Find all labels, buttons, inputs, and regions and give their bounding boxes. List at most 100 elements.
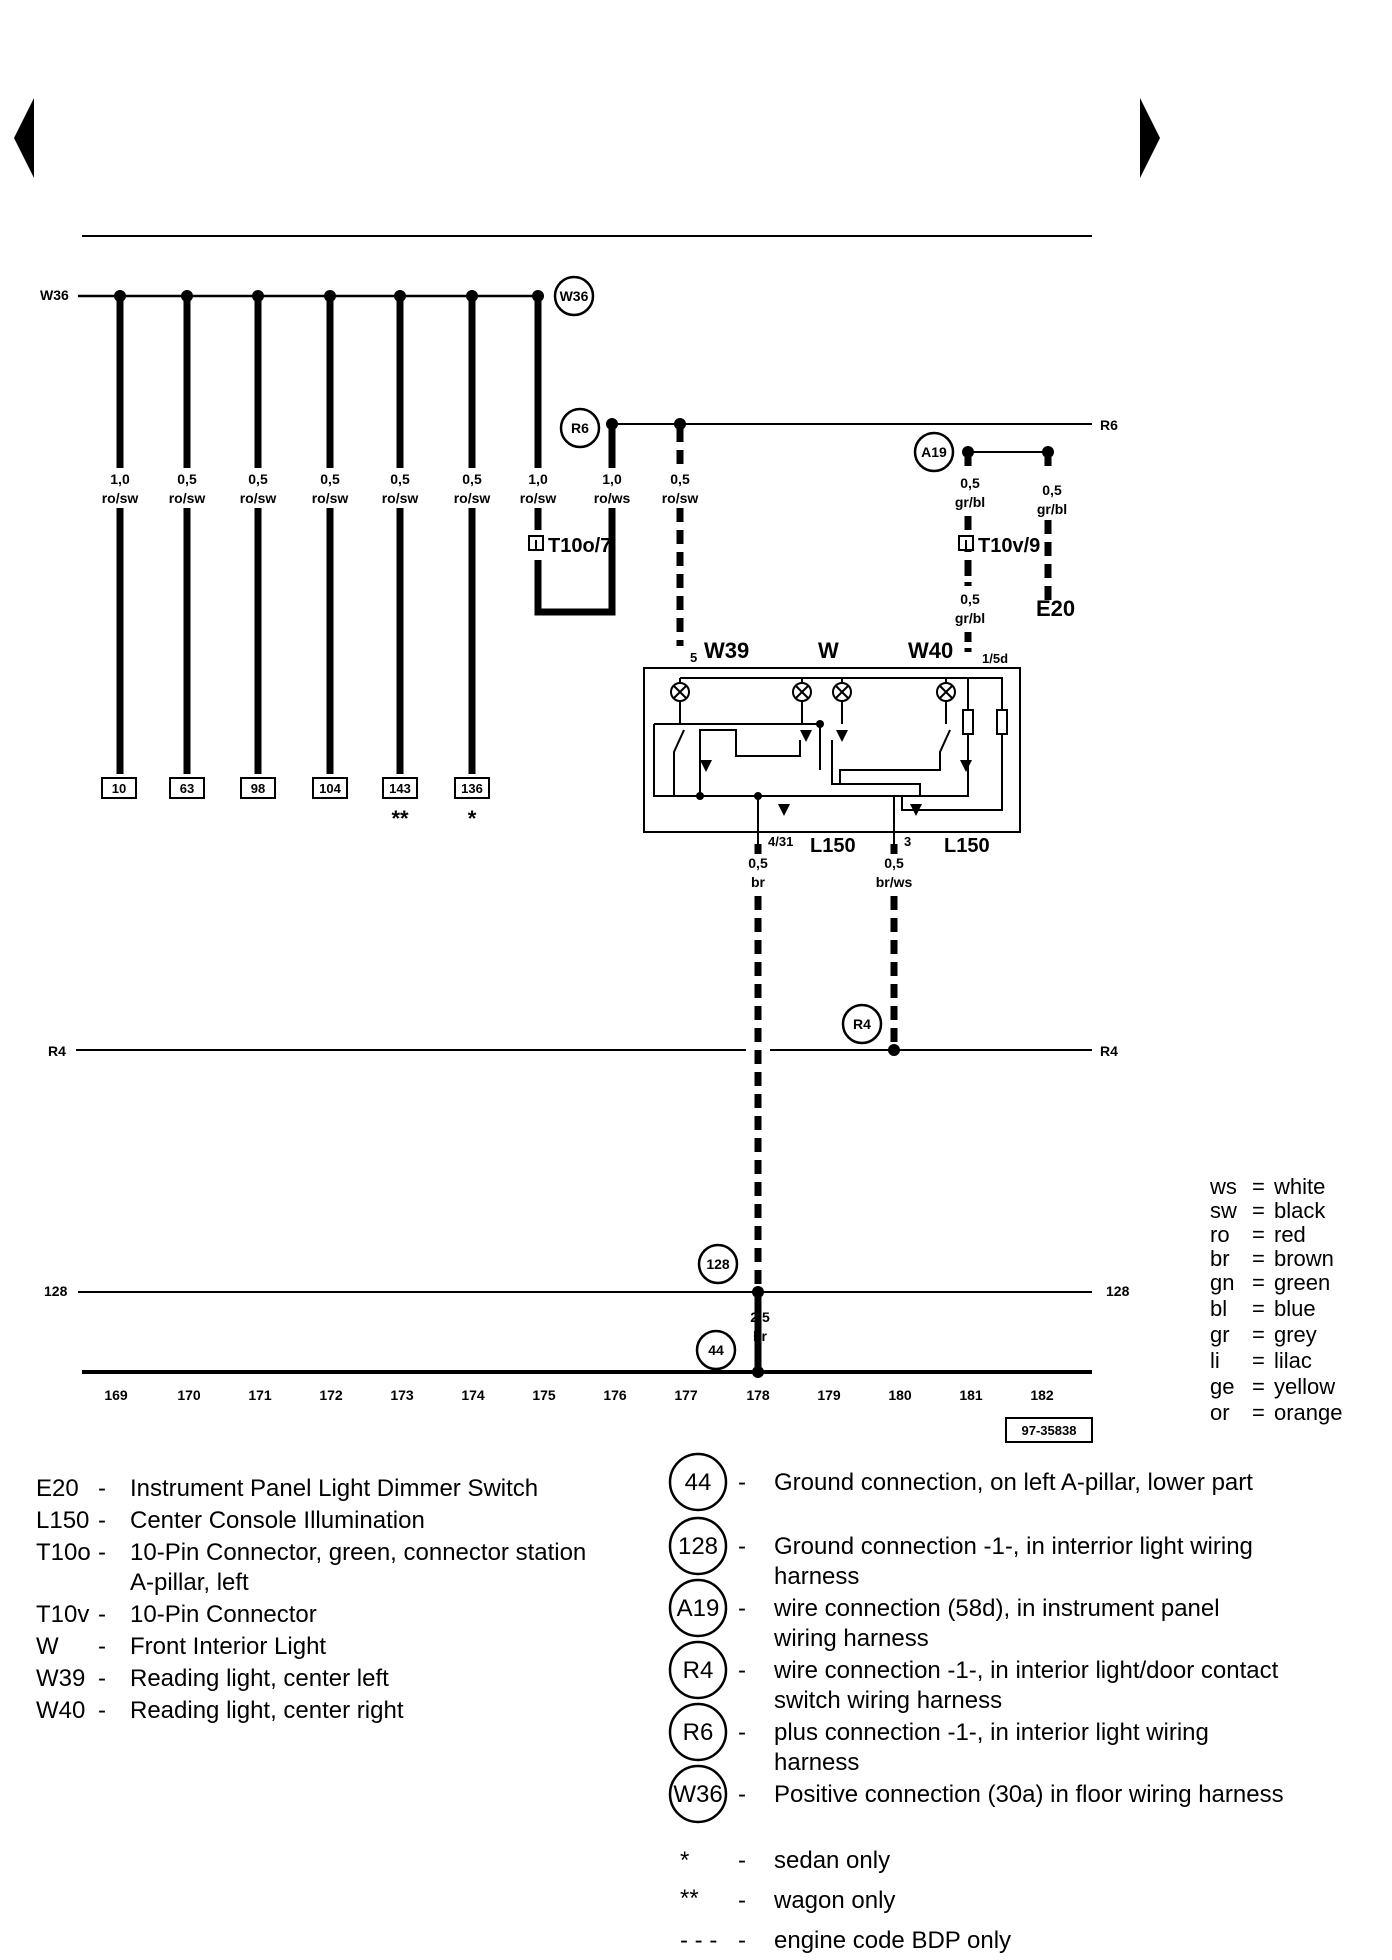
- ground-bar-junction: [752, 1366, 764, 1378]
- rail-label-128-right: 128: [1106, 1283, 1130, 1299]
- svg-text:0,5: 0,5: [670, 471, 690, 487]
- svg-text:T10v/9: T10v/9: [978, 535, 1040, 557]
- wire-labels-bottom: 0,5br 0,5br/ws 2,5br: [748, 855, 912, 1344]
- svg-text:171: 171: [248, 1387, 272, 1403]
- svg-text:T10o: T10o: [36, 1539, 91, 1566]
- svg-text:br/ws: br/ws: [876, 874, 913, 890]
- next-page-arrow-icon[interactable]: [1140, 98, 1160, 178]
- svg-text:-: -: [98, 1633, 106, 1660]
- figure-id-box: [1005, 1417, 1093, 1443]
- svg-text:177: 177: [674, 1387, 698, 1403]
- svg-text:ro/sw: ro/sw: [454, 490, 491, 506]
- svg-text:E20: E20: [36, 1475, 79, 1502]
- svg-text:-: -: [738, 1719, 746, 1746]
- svg-text:172: 172: [319, 1387, 343, 1403]
- svg-text:br: br: [1210, 1246, 1230, 1271]
- svg-text:-: -: [738, 1595, 746, 1622]
- svg-text:ro/sw: ro/sw: [169, 490, 206, 506]
- rail-label-r4-left: R4: [48, 1043, 66, 1059]
- ref-box: 98: [240, 777, 276, 799]
- svg-text:Instrument Panel Light Dimmer: Instrument Panel Light Dimmer Switch: [130, 1475, 538, 1502]
- svg-text:1,0: 1,0: [110, 471, 130, 487]
- svg-text:ws: ws: [1209, 1174, 1237, 1199]
- svg-text:W40: W40: [36, 1697, 85, 1724]
- rail-label-w36: W36: [40, 287, 69, 303]
- svg-text:W36: W36: [673, 1781, 722, 1808]
- svg-text:174: 174: [461, 1387, 485, 1403]
- svg-text:-: -: [738, 1847, 746, 1874]
- ref-box: 10: [101, 777, 137, 799]
- circle-r4: [841, 1003, 883, 1045]
- svg-text:170: 170: [177, 1387, 201, 1403]
- svg-text:178: 178: [746, 1387, 770, 1403]
- ref-box: 136: [454, 777, 490, 799]
- svg-text:L150: L150: [810, 835, 856, 857]
- svg-text:sw: sw: [1210, 1198, 1237, 1223]
- svg-text:-: -: [98, 1697, 106, 1724]
- svg-text:=: =: [1252, 1246, 1265, 1271]
- circle-44: [695, 1329, 737, 1371]
- svg-text:L150: L150: [36, 1507, 89, 1534]
- svg-text:- - -: - - -: [680, 1927, 717, 1954]
- svg-text:-: -: [738, 1657, 746, 1684]
- svg-text:98: 98: [251, 781, 265, 796]
- svg-text:0,5: 0,5: [177, 471, 197, 487]
- svg-text:wiring harness: wiring harness: [773, 1625, 929, 1652]
- circle-44-label: 44: [708, 1342, 724, 1358]
- svg-text:gr: gr: [1210, 1322, 1230, 1347]
- svg-text:ro/ws: ro/ws: [594, 490, 631, 506]
- svg-text:**: **: [680, 1885, 699, 1912]
- svg-text:=: =: [1252, 1222, 1265, 1247]
- svg-text:1/5d: 1/5d: [982, 651, 1008, 666]
- circle-w36-label: W36: [560, 288, 589, 304]
- svg-text:0,5: 0,5: [462, 471, 482, 487]
- svg-text:0,5: 0,5: [884, 855, 904, 871]
- svg-text:grey: grey: [1274, 1322, 1317, 1347]
- svg-text:-: -: [98, 1665, 106, 1692]
- svg-text:ro/sw: ro/sw: [102, 490, 139, 506]
- svg-text:=: =: [1252, 1270, 1265, 1295]
- rail-r6-junction: [606, 418, 618, 430]
- svg-text:3: 3: [904, 834, 911, 849]
- svg-text:W39: W39: [704, 638, 749, 663]
- wire-labels-right: 0,5gr/bl 0,5gr/bl 0,5gr/bl: [955, 475, 1067, 626]
- svg-text:180: 180: [888, 1387, 912, 1403]
- component-e20: E20: [1036, 596, 1075, 621]
- svg-text:W39: W39: [36, 1665, 85, 1692]
- svg-text:44: 44: [685, 1469, 712, 1496]
- svg-text:=: =: [1252, 1400, 1265, 1425]
- svg-text:Ground connection -1-, in inte: Ground connection -1-, in interrior ligh…: [774, 1533, 1253, 1560]
- color-code-legend: ws=white sw=black ro=red br=brown gn=gre…: [1209, 1174, 1343, 1425]
- svg-text:L150: L150: [944, 835, 990, 857]
- rail-r4-junction: [888, 1044, 900, 1056]
- svg-text:=: =: [1252, 1374, 1265, 1399]
- ref-box: 63: [169, 777, 205, 799]
- svg-text:1,0: 1,0: [528, 471, 548, 487]
- svg-text:bl: bl: [1210, 1296, 1227, 1321]
- svg-text:Ground connection, on left A-p: Ground connection, on left A-pillar, low…: [774, 1469, 1253, 1496]
- svg-text:=: =: [1252, 1198, 1265, 1223]
- feed-wires: [116, 296, 616, 774]
- svg-text:=: =: [1252, 1348, 1265, 1373]
- svg-text:169: 169: [104, 1387, 128, 1403]
- svg-text:0,5: 0,5: [390, 471, 410, 487]
- previous-page-arrow-icon[interactable]: [14, 98, 34, 178]
- circle-128-label: 128: [706, 1256, 730, 1272]
- svg-text:0,5: 0,5: [960, 475, 980, 491]
- ref-box: 143: [382, 777, 418, 799]
- circle-r6: [559, 407, 601, 449]
- interior-light-assembly: W39 W W40 5 1/5d: [643, 638, 1021, 857]
- circle-128: [697, 1243, 739, 1285]
- svg-text:lilac: lilac: [1274, 1348, 1312, 1373]
- svg-text:yellow: yellow: [1274, 1374, 1335, 1399]
- svg-text:136: 136: [461, 781, 483, 796]
- rail-w36-junctions: [114, 290, 544, 302]
- svg-text:173: 173: [390, 1387, 414, 1403]
- svg-text:-: -: [738, 1887, 746, 1914]
- svg-text:wire connection (58d), in inst: wire connection (58d), in instrument pan…: [773, 1595, 1220, 1622]
- svg-text:wire connection -1-, in interi: wire connection -1-, in interior light/d…: [773, 1657, 1279, 1684]
- svg-text:engine code BDP only: engine code BDP only: [774, 1927, 1011, 1954]
- svg-text:gr/bl: gr/bl: [955, 494, 985, 510]
- svg-text:-: -: [98, 1507, 106, 1534]
